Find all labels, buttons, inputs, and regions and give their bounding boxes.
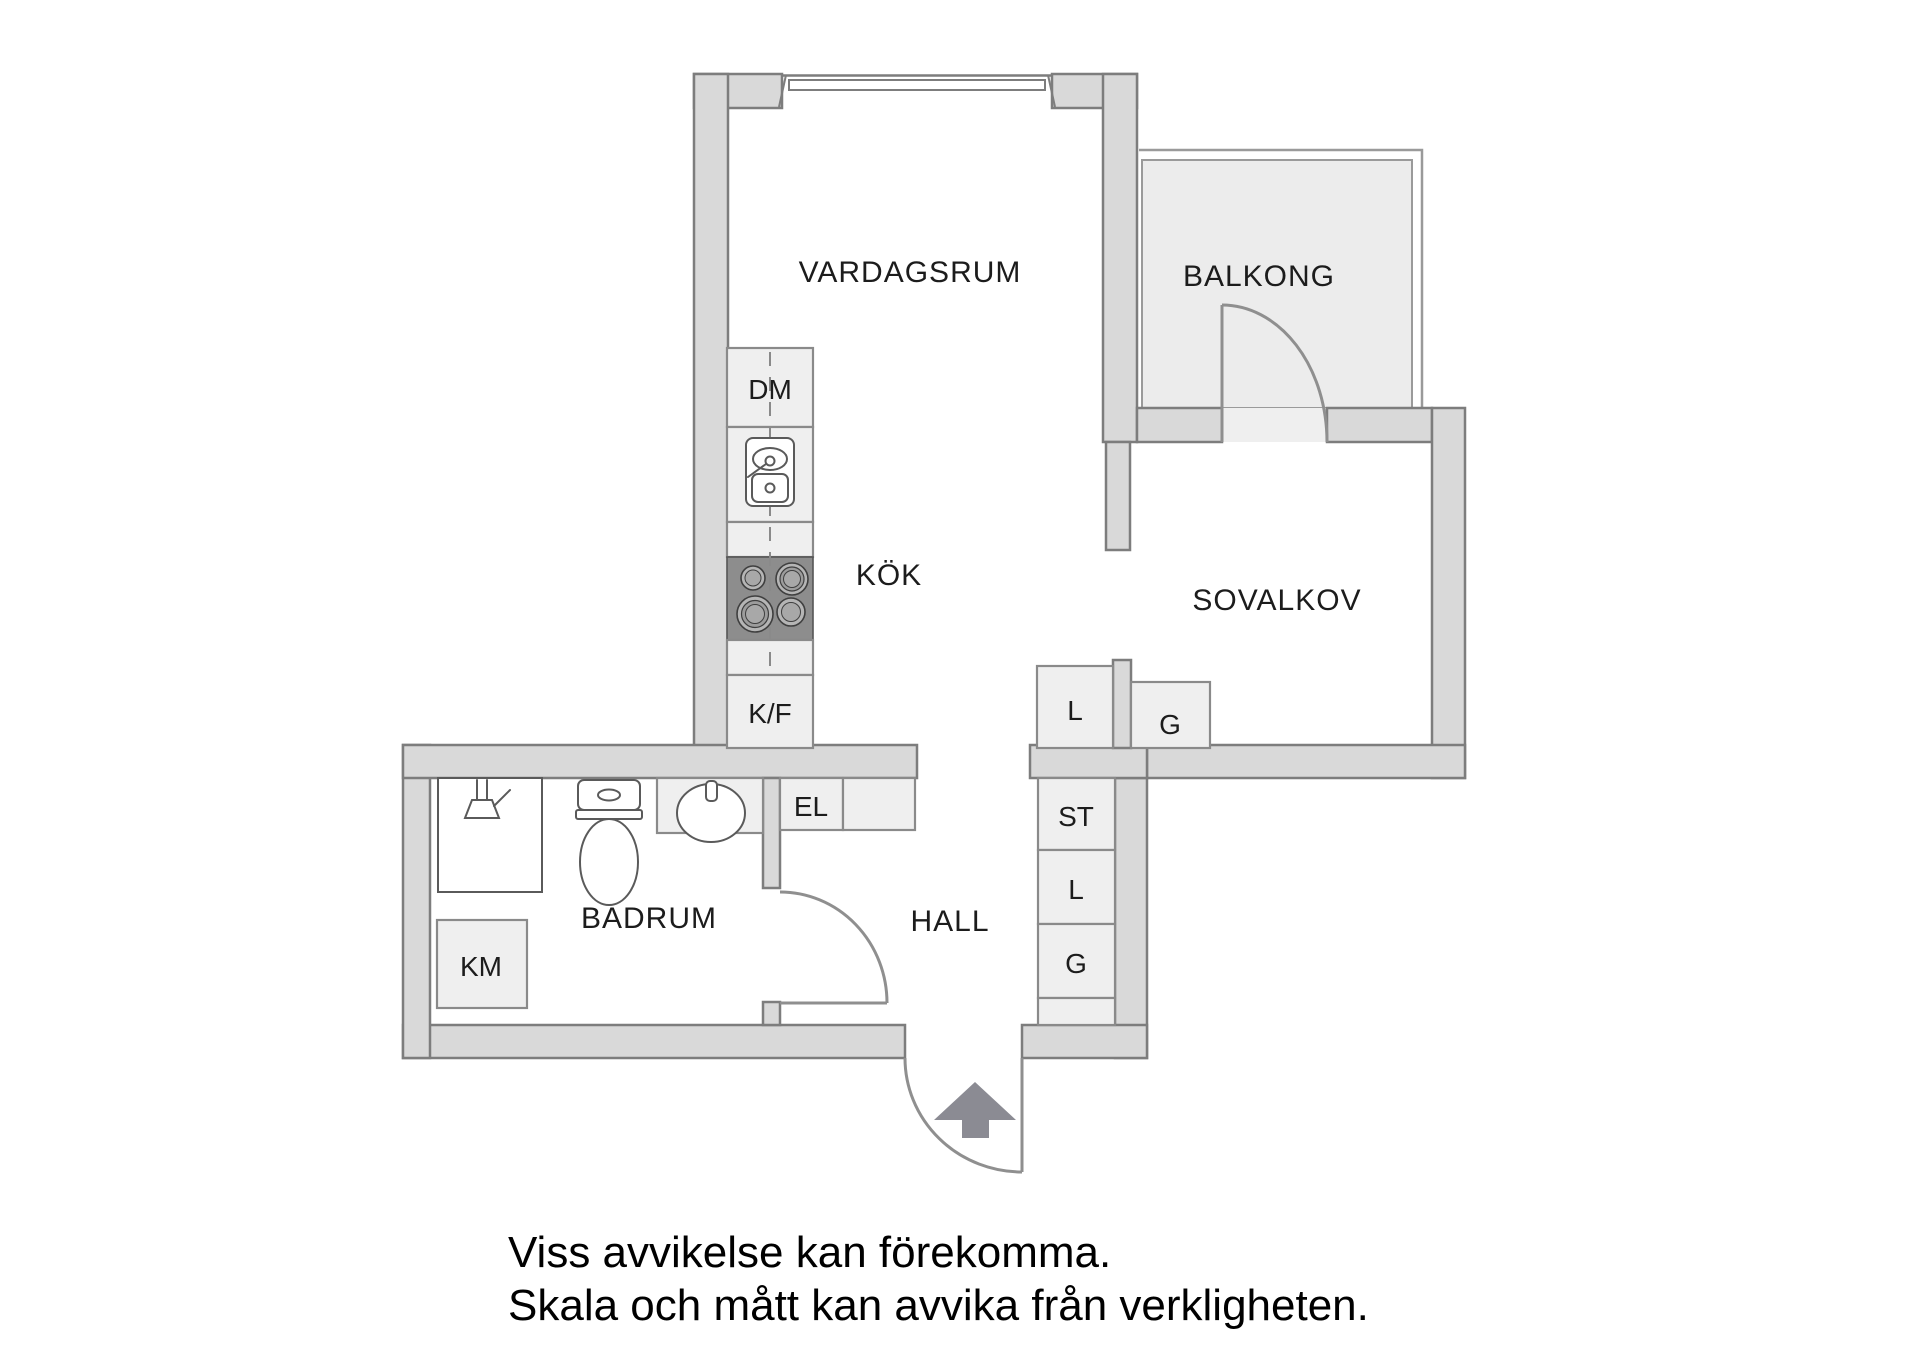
label-upper-l: L: [1067, 695, 1083, 726]
kitchen-sink-icon: [745, 437, 795, 507]
window-jamb-right: [1047, 74, 1056, 108]
label-st: ST: [1058, 801, 1094, 832]
label-el: EL: [794, 791, 828, 822]
label-balkong: BALKONG: [1183, 260, 1335, 293]
fixture-labels: DM K/F EL KM L G ST L G: [460, 374, 1181, 982]
shower-enclosure: [437, 777, 543, 893]
balcony-door-threshold: [1222, 408, 1327, 442]
wall-hall-right: [1113, 776, 1149, 1060]
wall-balcony-bottom-right: [1325, 406, 1434, 444]
closet-lower-l: [1036, 848, 1117, 926]
label-vardagsrum: VARDAGSRUM: [799, 256, 1022, 289]
doors: [779, 303, 1329, 1174]
closets: [778, 664, 1212, 1027]
entrance-arrow-icon: [934, 1082, 1016, 1138]
wall-balcony-bottom-left: [1135, 406, 1224, 444]
closet-st: [1036, 776, 1117, 852]
closet-lower-g: [1036, 922, 1117, 1000]
bathroom-fixtures: [435, 776, 765, 1010]
washing-machine-box: [435, 918, 529, 1010]
wall-left: [692, 72, 730, 780]
wall-stub-alcove: [1104, 440, 1132, 552]
label-dm: DM: [748, 374, 792, 405]
hall-box: [841, 776, 917, 832]
wall-alcove-bottom: [1145, 743, 1467, 780]
stove-burners-icon: [736, 562, 809, 633]
toilet-icon: [575, 779, 643, 906]
fridge-freezer-box: [725, 673, 815, 750]
label-lower-g: G: [1065, 948, 1087, 979]
wall-bathroom-divider-lower: [761, 1000, 782, 1027]
wall-bottom-left: [401, 1023, 907, 1060]
window-glazing: [788, 79, 1046, 91]
label-badrum: BADRUM: [581, 902, 717, 935]
closet-upper-g: [1129, 680, 1212, 750]
label-sovalkov: SOVALKOV: [1192, 584, 1361, 617]
disclaimer: Viss avvikelse kan förekomma. Skala och …: [508, 1228, 1369, 1330]
electrical-box: [778, 776, 845, 832]
wall-bathroom-left: [401, 743, 432, 1060]
shower-icon: [463, 779, 511, 819]
walls: [401, 72, 1467, 1060]
window: [778, 74, 1056, 108]
closet-small: [1036, 996, 1117, 1027]
label-lower-l: L: [1068, 874, 1084, 905]
bathroom-sink: [655, 776, 765, 843]
bathroom-door: [779, 890, 889, 1005]
wall-closet-stub: [1111, 658, 1133, 750]
wall-bathroom-divider-upper: [761, 776, 782, 890]
balcony-door: [1220, 303, 1329, 443]
wall-livingroom-right: [1101, 72, 1139, 444]
entrance-door: [903, 1057, 1024, 1174]
label-hall: HALL: [910, 905, 989, 938]
disclaimer-line-1: Viss avvikelse kan förekomma.: [508, 1228, 1111, 1277]
label-kok: KÖK: [856, 559, 922, 592]
disclaimer-line-2: Skala och mått kan avvika från verklighe…: [508, 1281, 1369, 1330]
balcony-area: [1139, 148, 1424, 442]
kitchen-counter: [725, 346, 815, 750]
bathroom-sink-tap: [705, 780, 718, 802]
room-labels: VARDAGSRUM BALKONG KÖK SOVALKOV BADRUM H…: [581, 256, 1361, 938]
window-jamb-left: [778, 74, 787, 108]
wall-mid-horizontal-left: [401, 743, 919, 780]
wall-alcove-right: [1430, 406, 1467, 780]
label-km: KM: [460, 951, 502, 982]
wall-bottom-right: [1020, 1023, 1149, 1060]
label-upper-g: G: [1159, 709, 1181, 740]
closet-upper-l: [1035, 664, 1115, 750]
balcony-floor: [1141, 159, 1413, 409]
wall-mid-horizontal-right: [1028, 743, 1149, 780]
balcony-railing: [1139, 148, 1424, 410]
label-kf: K/F: [748, 698, 792, 729]
